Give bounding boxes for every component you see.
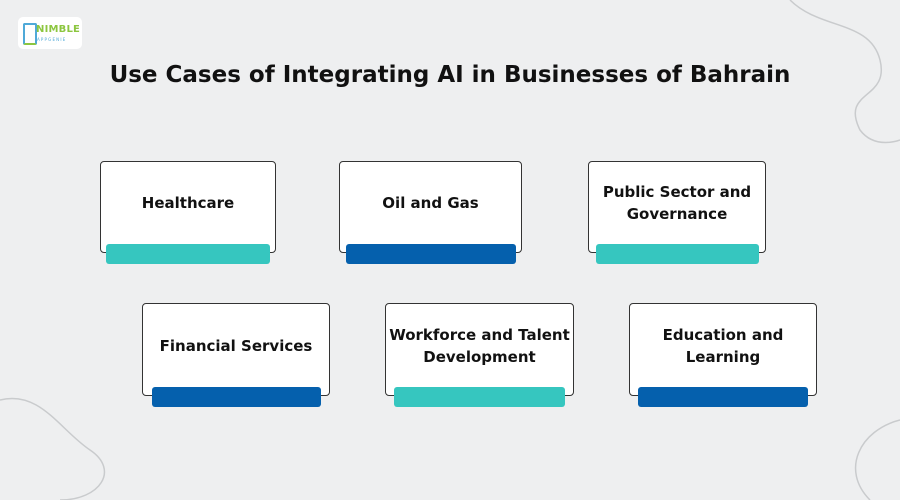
card-oil-and-gas: Oil and Gas xyxy=(339,161,522,253)
card-accent-bar xyxy=(346,244,516,264)
card-accent-bar xyxy=(638,387,808,407)
logo: NIMBLE APPGENIE xyxy=(18,17,82,49)
card-accent-bar xyxy=(596,244,759,264)
card-healthcare: Healthcare xyxy=(100,161,276,253)
page-title: Use Cases of Integrating AI in Businesse… xyxy=(109,62,791,88)
card-accent-bar xyxy=(394,387,565,407)
card-accent-bar xyxy=(152,387,321,407)
card-workforce: Workforce and Talent Development xyxy=(385,303,574,396)
logo-subtext: APPGENIE xyxy=(37,37,67,42)
logo-icon xyxy=(23,23,37,45)
card-education: Education and Learning xyxy=(629,303,817,396)
logo-text: NIMBLE xyxy=(36,24,81,35)
card-financial-services: Financial Services xyxy=(142,303,330,396)
card-public-sector: Public Sector and Governance xyxy=(588,161,766,253)
card-accent-bar xyxy=(106,244,270,264)
